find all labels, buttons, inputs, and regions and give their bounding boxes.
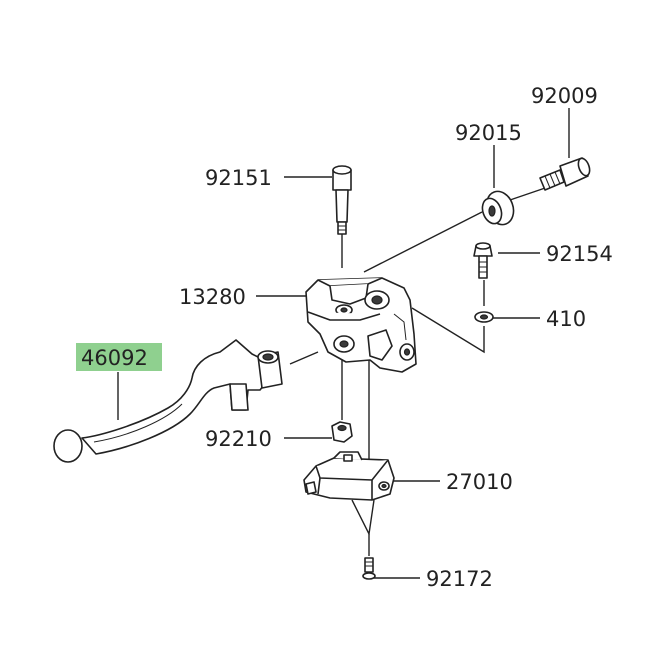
part-number-92009[interactable]: 92009 bbox=[531, 84, 598, 108]
part-number-92151[interactable]: 92151 bbox=[205, 166, 272, 190]
highlight-box-46092 bbox=[76, 343, 162, 371]
bolt-92154-drawing bbox=[473, 242, 493, 279]
part-number-13280[interactable]: 13280 bbox=[179, 285, 246, 309]
part-labels: 92009 92015 92151 92154 13280 410 46092 … bbox=[81, 84, 613, 591]
bracket-13280-drawing bbox=[305, 277, 417, 373]
collar-92015-drawing bbox=[481, 190, 515, 226]
part-number-92210[interactable]: 92210 bbox=[205, 427, 272, 451]
switch-27010-drawing bbox=[303, 451, 395, 501]
lever-46092-drawing bbox=[53, 339, 283, 463]
part-number-27010[interactable]: 27010 bbox=[446, 470, 513, 494]
part-number-92015[interactable]: 92015 bbox=[455, 121, 522, 145]
screw-92172-drawing bbox=[362, 557, 376, 580]
assembly-lines bbox=[289, 185, 552, 556]
leader-lines bbox=[117, 108, 570, 579]
part-number-46092[interactable]: 46092 bbox=[81, 346, 148, 370]
nut-92210-drawing bbox=[331, 421, 353, 443]
bolt-92151-drawing bbox=[332, 165, 352, 235]
part-number-410[interactable]: 410 bbox=[546, 307, 586, 331]
part-number-92154[interactable]: 92154 bbox=[546, 242, 613, 266]
washer-410-drawing bbox=[474, 311, 494, 323]
screw-92009-drawing bbox=[539, 157, 591, 191]
part-number-92172[interactable]: 92172 bbox=[426, 567, 493, 591]
